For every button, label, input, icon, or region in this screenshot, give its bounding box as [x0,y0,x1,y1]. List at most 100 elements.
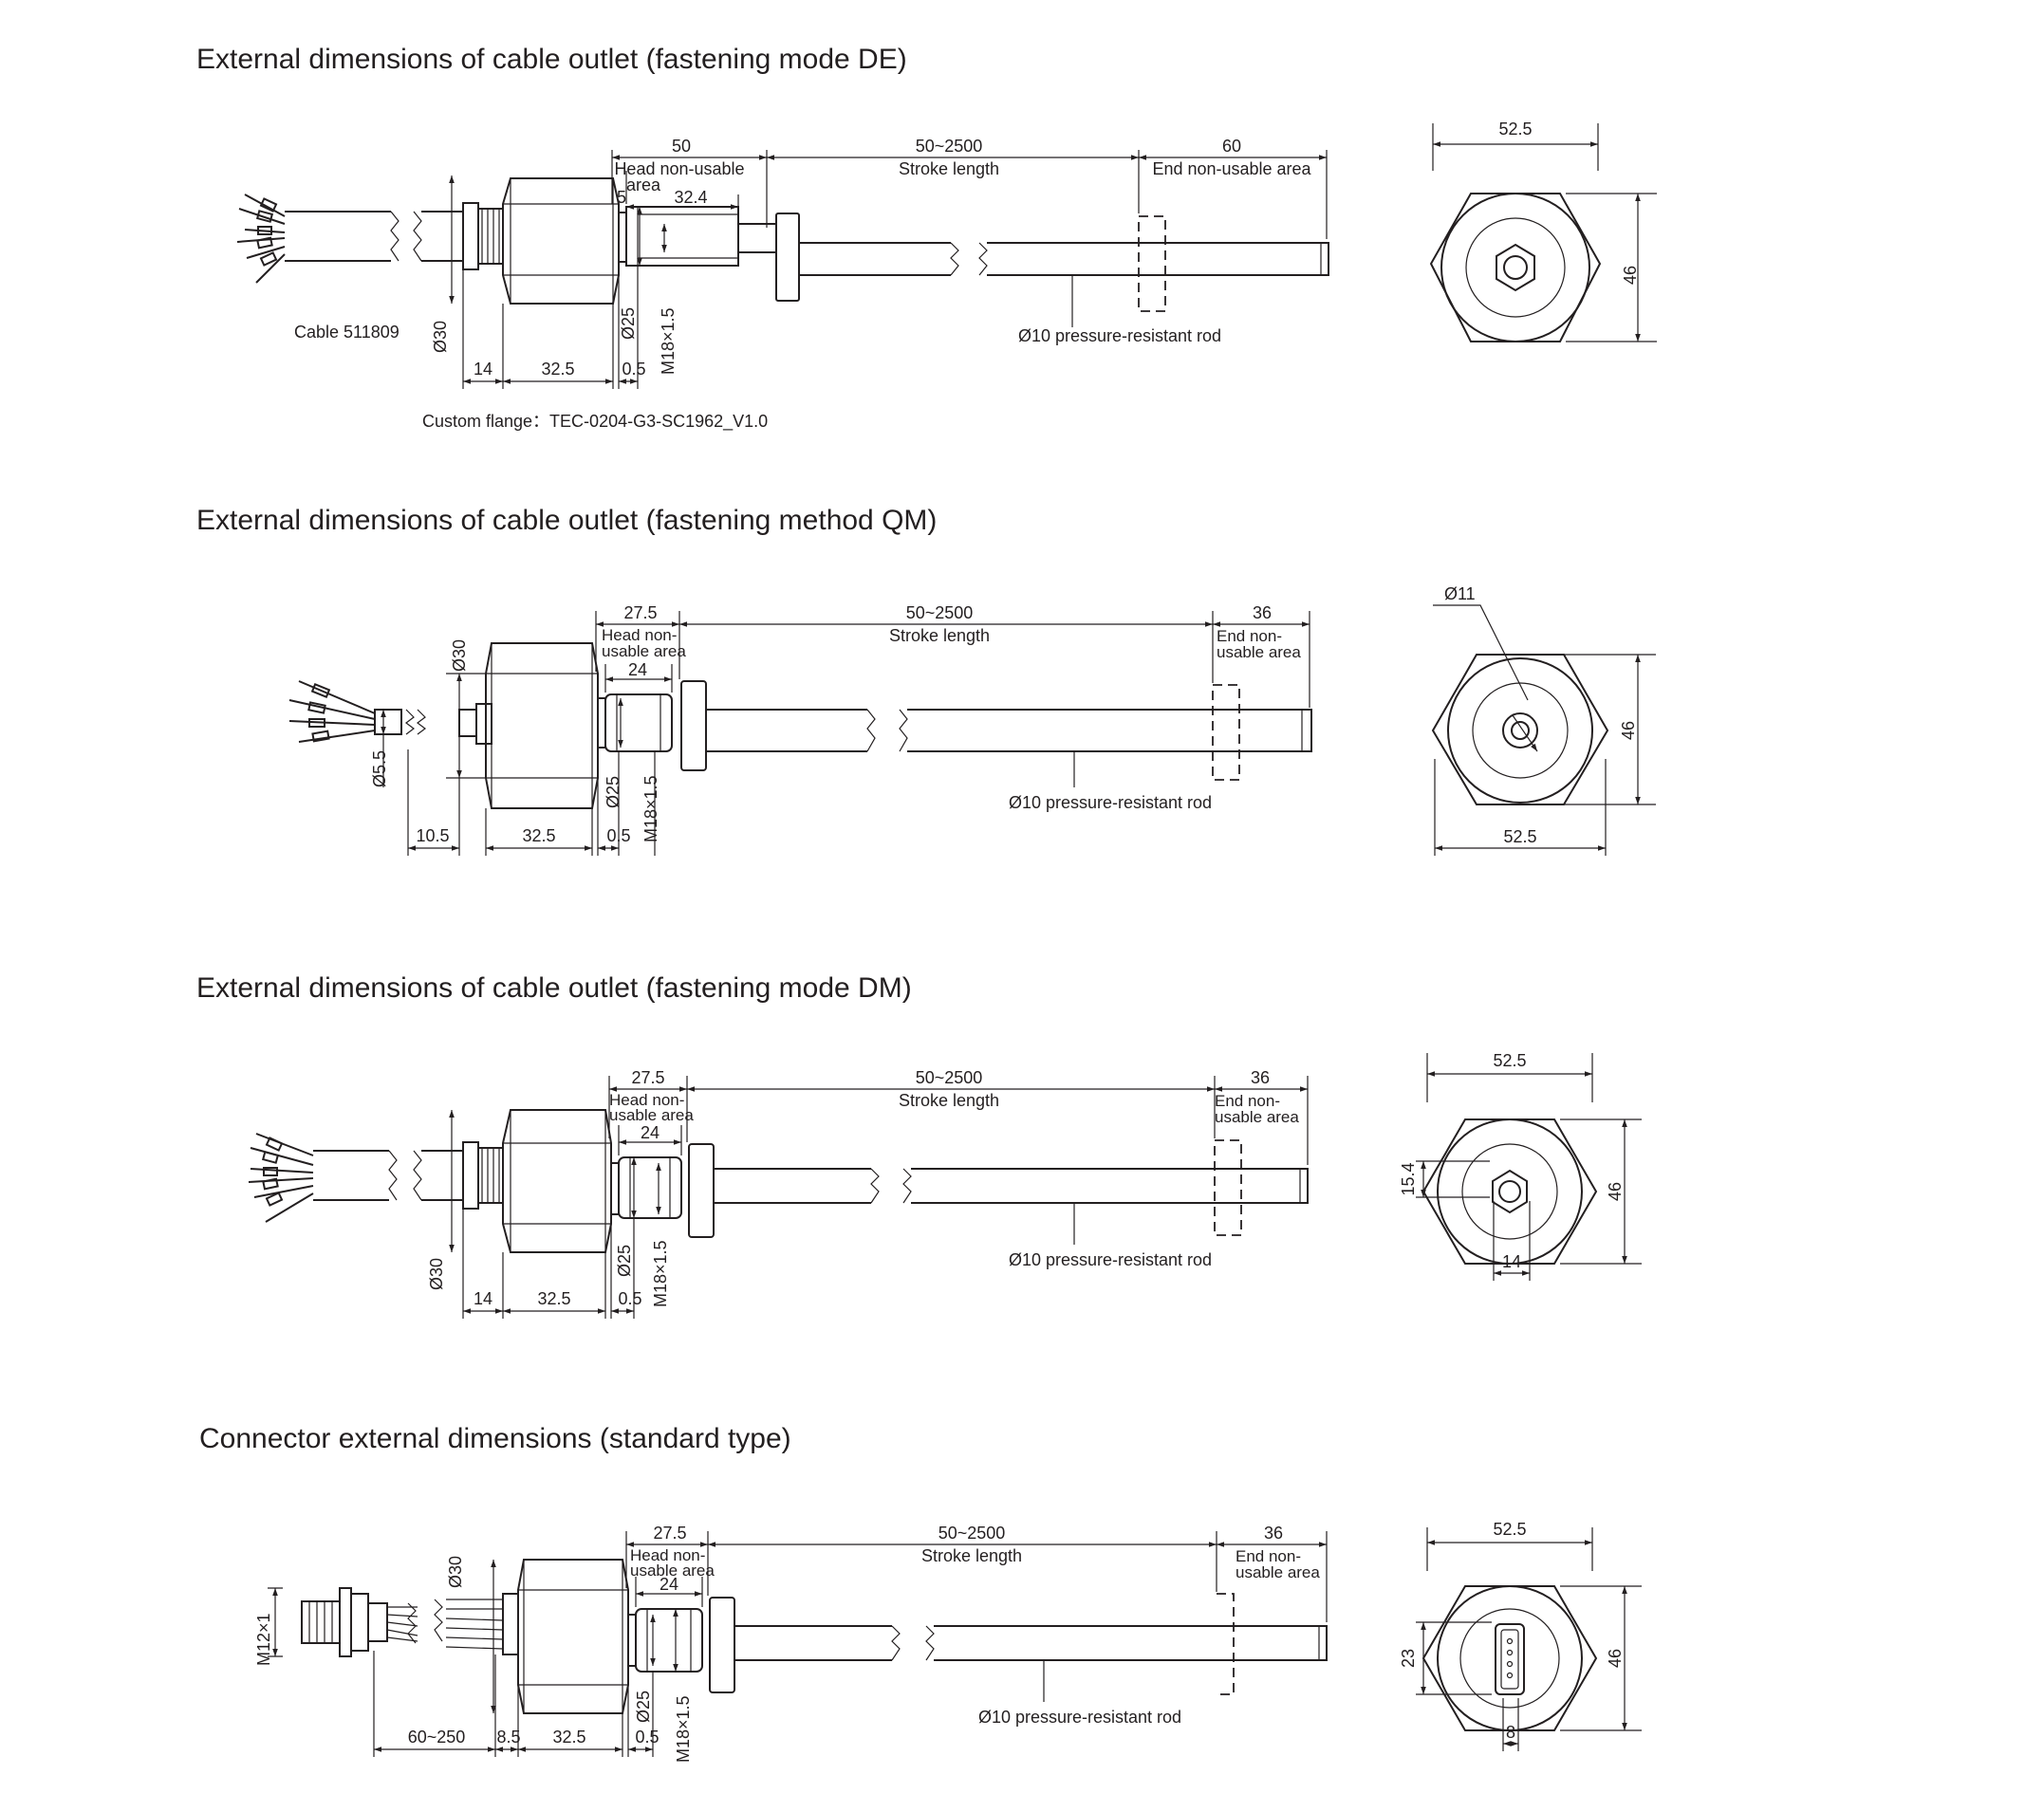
dim-thread-len: 24 [660,1575,678,1594]
dim-thread-len: 24 [641,1123,660,1142]
dim-stroke-len: 50~2500 [906,603,974,622]
label-end-area-2: usable area [1217,643,1301,661]
dim-d-body: Ø30 [427,1258,446,1290]
hex-body [502,177,620,305]
dim-d-center: Ø11 [1444,584,1476,603]
dim-thread: M18×1.5 [651,1240,670,1307]
dim-head-len: 27.5 [631,1068,664,1087]
dim-connector-thread: M12×1 [254,1613,273,1666]
dim-d-body: Ø30 [431,321,450,353]
dim-thread-len: 32.4 [674,188,707,207]
end-view-de: 52.5 46 [1429,120,1657,342]
label-head-area-2: usable area [630,1562,715,1580]
label-flange: Custom flange：TEC-0204-G3-SC1962_V1.0 [422,412,768,432]
dim-shoulder: 0.5 [606,826,630,845]
dim-stroke-len: 50~2500 [916,137,983,156]
label-head-area: Head non- [602,626,677,644]
dim-d-cable: Ø5.5 [370,750,389,787]
label-stroke: Stroke length [921,1546,1022,1565]
end-view-connector: 52.5 46 23 8 [1399,1520,1642,1751]
label-head-area-2: area [626,176,661,194]
dim-gland-len: 14 [474,360,492,379]
dim-gland-len: 8.5 [496,1728,520,1747]
label-end-area-2: usable area [1236,1563,1320,1581]
label-stroke: Stroke length [889,626,990,645]
dim-gland-len: 14 [474,1289,492,1308]
label-end-area: End non- [1215,1092,1280,1110]
dim-shoulder: 0.5 [622,360,645,379]
label-rod: Ø10 pressure-resistant rod [1009,793,1212,812]
dim-hex-len: 32.5 [537,1289,570,1308]
dim-d-body: Ø30 [446,1556,465,1588]
dim-end-width: 52.5 [1498,120,1532,139]
dim-socket-height: 23 [1399,1649,1418,1668]
label-end-area: End non-usable area [1152,159,1311,178]
dim-head-len: 27.5 [623,603,657,622]
dim-stroke-len: 50~2500 [916,1068,983,1087]
dim-cable-len: 60~250 [408,1728,466,1747]
label-end-area-2: usable area [1215,1108,1299,1126]
side-view-dm: 27.5 50~2500 36 Head non- usable area St… [248,1068,1309,1319]
label-rod: Ø10 pressure-resistant rod [1018,326,1221,345]
label-end-area: End non- [1236,1547,1301,1565]
dim-nut-height: 15.4 [1399,1162,1418,1195]
dim-thread: M18×1.5 [641,775,660,842]
dim-d-neck: Ø25 [634,1691,653,1723]
connector-plug [301,1587,388,1657]
dim-gland-len: 10.5 [416,826,449,845]
dim-end-width: 52.5 [1503,827,1536,846]
dim-end-len: 36 [1253,603,1272,622]
dim-gap: 5 [617,188,626,207]
dim-shoulder: 0.5 [635,1728,659,1747]
label-stroke: Stroke length [899,159,999,178]
flange [775,213,800,302]
side-view-qm: 27.5 50~2500 36 Head non- usable area St… [288,603,1312,856]
dim-hex-len: 32.5 [552,1728,585,1747]
dim-d-neck: Ø25 [604,776,622,808]
section-title-connector: Connector external dimensions (standard … [199,1423,791,1454]
rod [799,242,1329,276]
dim-d-neck: Ø25 [619,307,638,340]
end-view-qm: Ø11 46 52.5 [1431,584,1656,856]
cable-gland [462,202,504,270]
dim-end-height: 46 [1621,266,1640,285]
label-head-area-2: usable area [609,1106,694,1124]
dim-nut-width: 14 [1502,1252,1521,1271]
label-head-area: Head non- [609,1091,684,1109]
dim-shoulder: 0.5 [618,1289,641,1308]
end-view-dm: 52.5 46 15.4 14 [1399,1051,1642,1281]
dim-hex-len: 32.5 [541,360,574,379]
dim-hex-len: 32.5 [522,826,555,845]
dim-end-height: 46 [1606,1649,1625,1668]
dim-end-width: 52.5 [1493,1051,1526,1070]
side-view-connector: 27.5 50~2500 36 Head non- usable area St… [254,1524,1328,1763]
dim-head-len: 50 [672,137,691,156]
dim-stroke-len: 50~2500 [938,1524,1006,1543]
label-head-area: Head non-usable [614,159,744,178]
section-title-dm: External dimensions of cable outlet (fas… [196,972,912,1004]
dim-end-height: 46 [1606,1182,1625,1201]
label-head-area-2: usable area [602,642,686,660]
cable-wires [236,194,286,284]
dim-end-len: 60 [1222,137,1241,156]
dim-thread: M18×1.5 [659,307,678,375]
dim-thread: M18×1.5 [674,1695,693,1763]
dim-end-len: 36 [1264,1524,1283,1543]
dim-d-body: Ø30 [450,639,469,672]
section-title-de: External dimensions of cable outlet (fas… [196,44,907,75]
dim-socket-width: 8 [1506,1723,1515,1742]
dim-end-width: 52.5 [1493,1520,1526,1539]
dim-d-neck: Ø25 [615,1245,634,1277]
dim-end-height: 46 [1619,721,1638,740]
label-rod: Ø10 pressure-resistant rod [978,1708,1181,1727]
label-cable: Cable 511809 [294,323,400,342]
section-title-qm: External dimensions of cable outlet (fas… [196,505,938,536]
dim-end-len: 36 [1251,1068,1270,1087]
label-head-area: Head non- [630,1546,705,1564]
dim-thread-len: 24 [628,660,647,679]
label-end-area: End non- [1217,627,1282,645]
side-view-de: 50 50~2500 60 Head non-usable area Strok… [236,137,1329,432]
label-rod: Ø10 pressure-resistant rod [1009,1250,1212,1269]
dim-head-len: 27.5 [653,1524,686,1543]
label-stroke: Stroke length [899,1091,999,1110]
